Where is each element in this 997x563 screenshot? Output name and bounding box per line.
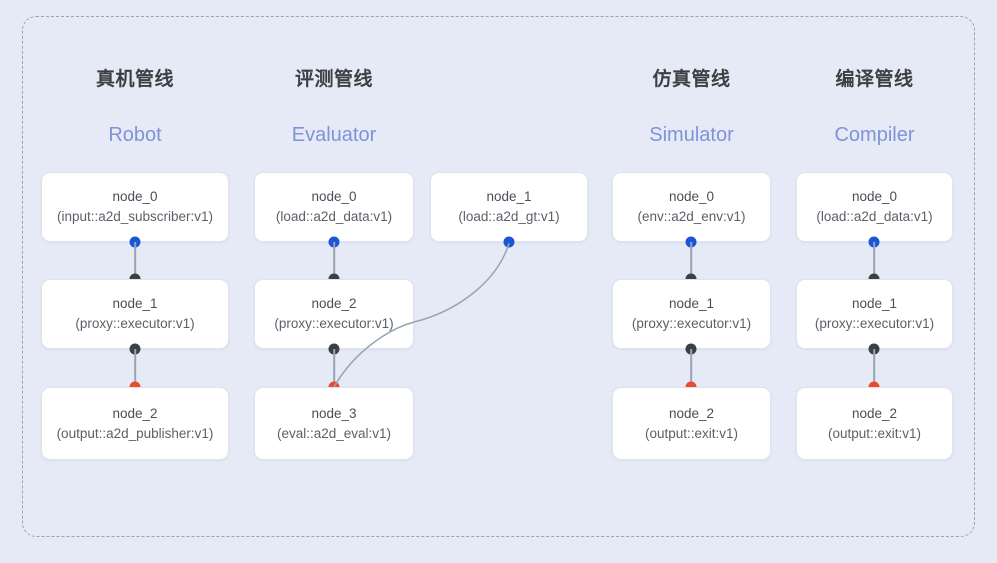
column-title-compiler: 编译管线	[835, 69, 914, 90]
column-title-simulator: 仿真管线	[652, 69, 731, 90]
node-id: node_2	[851, 405, 898, 421]
column-subtitle-compiler: Compiler	[834, 124, 915, 146]
edge-simulator-1-to-2	[690, 349, 692, 387]
diagram-dashed-frame	[22, 16, 975, 537]
node-type: (load::a2d_gt:v1)	[458, 209, 560, 224]
node-type: (output::a2d_publisher:v1)	[56, 425, 214, 441]
node-id: node_2	[112, 405, 158, 421]
node-type: (load::a2d_data:v1)	[275, 209, 393, 224]
node-type: (output::exit:v1)	[644, 425, 739, 441]
node-id: node_0	[112, 189, 158, 205]
node-box-simulator-node-1[interactable]: node_1 (proxy::executor:v1)	[612, 279, 771, 349]
node-box-compiler-node-2[interactable]: node_2 (output::exit:v1)	[796, 387, 953, 460]
edge-simulator-0-to-1	[690, 242, 692, 279]
edge-robot-1-to-2	[134, 349, 136, 387]
node-id: node_0	[668, 189, 715, 205]
edge-compiler-1-to-2	[873, 349, 875, 387]
node-id: node_1	[486, 189, 532, 205]
node-id: node_2	[668, 405, 715, 421]
node-box-evaluator-node-0[interactable]: node_0 (load::a2d_data:v1)	[254, 172, 414, 242]
node-id: node_0	[851, 189, 898, 205]
node-type: (load::a2d_data:v1)	[816, 209, 933, 224]
column-title-evaluator: 评测管线	[294, 69, 373, 90]
node-box-evaluator-node-2[interactable]: node_2 (proxy::executor:v1)	[254, 279, 414, 349]
node-type: (eval::a2d_eval:v1)	[276, 425, 392, 441]
node-id: node_2	[311, 296, 357, 312]
node-id: node_1	[668, 296, 715, 312]
node-box-compiler-node-1[interactable]: node_1 (proxy::executor:v1)	[796, 279, 953, 349]
column-subtitle-simulator: Simulator	[649, 124, 734, 146]
column-subtitle-robot: Robot	[108, 124, 162, 146]
node-box-robot-node-0[interactable]: node_0 (input::a2d_subscriber:v1)	[41, 172, 229, 242]
node-box-robot-node-1[interactable]: node_1 (proxy::executor:v1)	[41, 279, 229, 349]
edge-compiler-0-to-1	[873, 242, 875, 279]
node-box-evaluator-node-1[interactable]: node_1 (load::a2d_gt:v1)	[430, 172, 588, 242]
edge-robot-0-to-1	[134, 242, 136, 279]
port-output-evaluator-node-1[interactable]	[503, 236, 515, 248]
node-box-robot-node-2[interactable]: node_2 (output::a2d_publisher:v1)	[41, 387, 229, 460]
node-id: node_3	[311, 405, 357, 421]
node-id: node_1	[851, 296, 898, 312]
node-type: (output::exit:v1)	[827, 425, 922, 441]
column-subtitle-evaluator: Evaluator	[291, 124, 377, 146]
node-type: (input::a2d_subscriber:v1)	[56, 209, 214, 224]
node-type: (env::a2d_env:v1)	[637, 209, 746, 224]
node-box-simulator-node-0[interactable]: node_0 (env::a2d_env:v1)	[612, 172, 771, 242]
node-type: (proxy::executor:v1)	[274, 316, 394, 331]
node-type: (proxy::executor:v1)	[75, 316, 195, 331]
node-box-simulator-node-2[interactable]: node_2 (output::exit:v1)	[612, 387, 771, 460]
node-id: node_0	[311, 189, 357, 205]
node-type: (proxy::executor:v1)	[631, 316, 752, 331]
node-box-evaluator-node-3[interactable]: node_3 (eval::a2d_eval:v1)	[254, 387, 414, 460]
node-box-compiler-node-0[interactable]: node_0 (load::a2d_data:v1)	[796, 172, 953, 242]
column-title-robot: 真机管线	[95, 69, 174, 90]
node-type: (proxy::executor:v1)	[814, 316, 935, 331]
node-id: node_1	[112, 296, 158, 312]
